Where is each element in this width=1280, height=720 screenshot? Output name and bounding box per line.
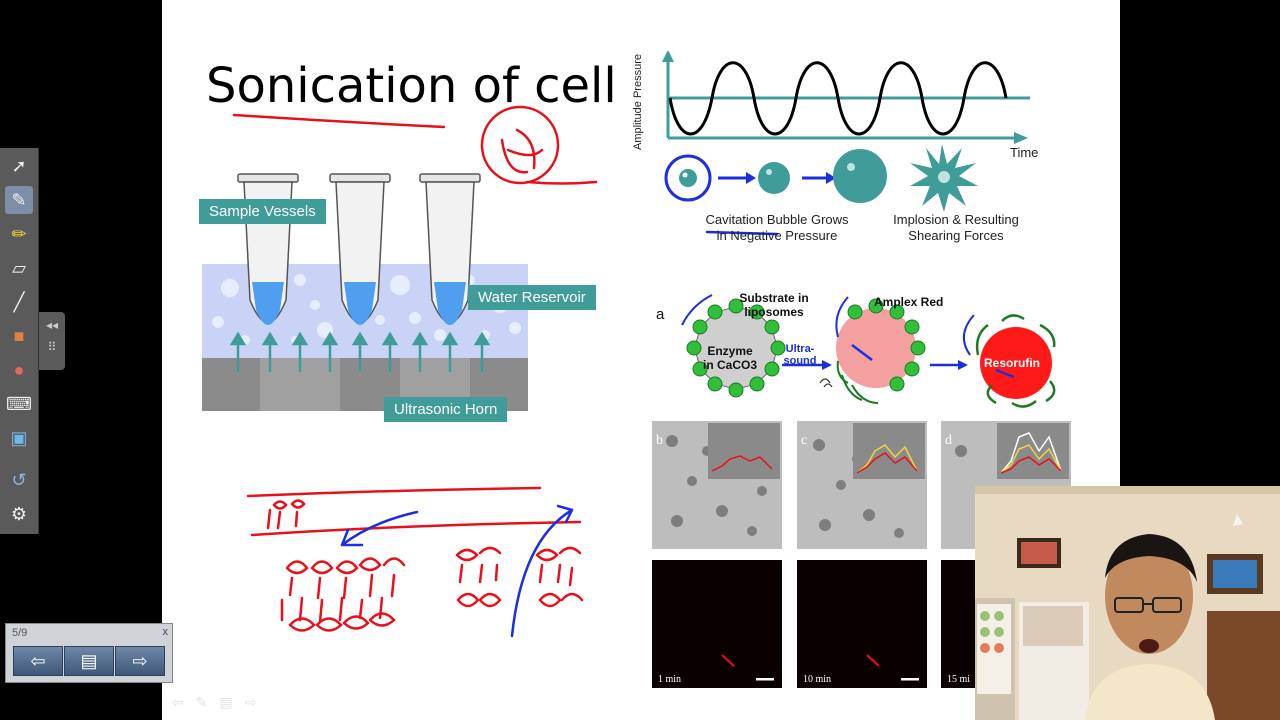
slide-counter: 5/9 — [12, 627, 28, 639]
menu-down-icon: ▤ — [80, 650, 98, 671]
highlighter-icon[interactable]: ✏ — [11, 223, 27, 244]
resorufin-label: Resorufin — [984, 356, 1041, 370]
fluorescence-1min: 1 min — [652, 560, 782, 688]
ink-annotations — [232, 105, 779, 638]
sample-vessels-label: Sample Vessels — [199, 199, 326, 224]
ultrasonic-horn-label: Ultrasonic Horn — [384, 397, 508, 422]
y-axis-label-wrap: Amplitude Pressure — [616, 46, 656, 166]
pen-icon[interactable]: ✎ — [5, 186, 33, 214]
time-label-2: 10 min — [803, 674, 832, 685]
implosion-caption: Implosion & Resulting Shearing Forces — [893, 212, 1019, 243]
undo-icon[interactable]: ↺ — [11, 469, 27, 490]
slide-navigator: 5/9 x ⇦ ▤ ⇨ — [5, 623, 173, 683]
y-axis-label: Amplitude Pressure — [632, 54, 644, 150]
amplex-red-label: Amplex Red — [874, 295, 944, 309]
grid-icon: ⠿ — [47, 340, 57, 354]
panel-a-label: a — [656, 306, 665, 323]
annotation-toolbar: ➚ ✎ ✏ ▱ ╱ ■ ● ⌨ ▣ ↺ ⚙ — [0, 148, 39, 534]
previous-slide-button[interactable]: ⇦ — [13, 646, 63, 676]
arrow-left-icon: ⇦ — [30, 650, 46, 671]
shapes-icon[interactable]: ■ — [13, 325, 25, 346]
collapse-chevron-icon: ◂◂ — [45, 318, 59, 332]
slide-canvas: Sonication of cell — [162, 0, 1120, 720]
settings-gear-icon[interactable]: ⚙ — [10, 503, 28, 524]
next-slide-button[interactable]: ⇨ — [115, 646, 165, 676]
pressure-wave-chart — [662, 50, 1030, 212]
slide-footer-icons: ⇦✎▤⇨ — [172, 694, 269, 710]
panel-b-label: b — [656, 433, 663, 448]
select-arrow-icon[interactable]: ➚ — [11, 155, 27, 176]
time-label-1: 1 min — [658, 674, 682, 685]
line-icon[interactable]: ╱ — [13, 291, 25, 312]
fluorescence-10min: 10 min — [797, 560, 927, 688]
eraser-icon[interactable]: ▱ — [12, 257, 26, 278]
keyboard-icon[interactable]: ⌨ — [6, 393, 32, 414]
substrate-label: Substrate in liposomes — [739, 291, 809, 319]
micrograph-c: c — [797, 421, 927, 549]
panel-c-label: c — [801, 433, 808, 448]
arrow-right-icon: ⇨ — [132, 650, 148, 671]
enzyme-label: Enzyme in CaCO3 — [702, 344, 757, 372]
ultrasound-label: Ultra- sound — [783, 343, 817, 367]
cavitation-caption: Cavitation Bubble Grows in Negative Pres… — [705, 212, 849, 243]
slide-menu-button[interactable]: ▤ — [64, 646, 114, 676]
x-axis-label: Time — [1010, 145, 1039, 160]
panel-d-label: d — [945, 433, 952, 448]
navigator-close-icon[interactable]: x — [162, 626, 169, 638]
fill-icon[interactable]: ● — [13, 359, 25, 380]
text-icon[interactable]: ▣ — [10, 427, 28, 448]
toolbar-collapse-tab[interactable]: ◂◂ ⠿ — [39, 312, 65, 370]
micrograph-b: b — [652, 421, 782, 549]
webcam-video — [975, 486, 1280, 720]
enzyme-liposome-figure — [681, 294, 1056, 408]
page-title: Sonication of cell — [206, 58, 617, 114]
water-reservoir-label: Water Reservoir — [468, 285, 596, 310]
time-label-3: 15 mi — [947, 674, 971, 685]
